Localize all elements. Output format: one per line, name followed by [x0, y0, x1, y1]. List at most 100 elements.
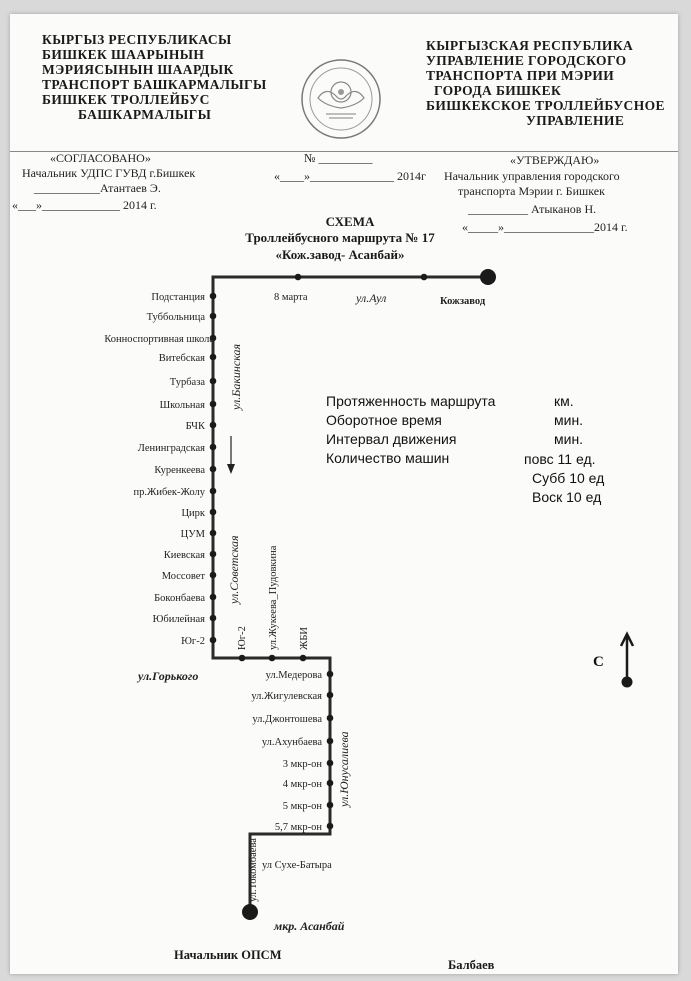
street-yunusalieva: ул.Юнусалиева [337, 731, 351, 808]
stop-turbaza: Турбаза [170, 377, 206, 388]
scheme-route-name: «Кож.завод- Асанбай» [275, 247, 405, 262]
stop-marker [299, 654, 307, 662]
header-left-line: КЫРГЫЗ РЕСПУБЛИКАСЫ [42, 32, 232, 47]
stop-marker [209, 443, 217, 451]
stop-5-7-mkr: 5,7 мкр-он [275, 822, 322, 833]
street-sovetskaya: ул.Советская [227, 535, 241, 605]
stop-marker [209, 571, 217, 579]
stop-vitebskaya: Витебская [159, 353, 205, 364]
turnover-unit: мин. [554, 412, 584, 428]
footer-position: Начальник ОПСМ [174, 948, 282, 962]
stop-marker [209, 465, 217, 473]
vehicles-sunday: Воск 10 ед [532, 489, 602, 505]
scheme-subtitle: Троллейбусного маршрута № 17 [245, 230, 435, 245]
stop-dzhontosheva: ул.Джонтошева [252, 714, 322, 725]
direction-arrow-icon [227, 436, 235, 474]
stop-marker [209, 487, 217, 495]
approved-signatory: __________ Атыканов Н. [468, 202, 597, 216]
stop-zhigulevskaya: ул.Жигулевская [251, 691, 322, 702]
header-right-line: ГОРОДА БИШКЕК [434, 83, 562, 98]
stop-marker [209, 421, 217, 429]
street-aul: ул.Аул [355, 291, 386, 305]
stop-marker [209, 400, 217, 408]
stop-marker [209, 312, 217, 320]
stop-marker [209, 334, 217, 342]
stop-asanbai: мкр. Асанбай [273, 919, 345, 933]
stop-marker [209, 550, 217, 558]
stop-marker [326, 714, 334, 722]
stop-marker [326, 737, 334, 745]
header-left-line: БИШКЕК ШААРЫНЫН [42, 47, 205, 62]
stop-marker [209, 377, 217, 385]
terminal-asanbai-marker [242, 904, 258, 920]
agreed-signatory: ___________Атантаев Э. [34, 181, 161, 195]
street-gorkogo: ул.Горького [136, 669, 198, 683]
vehicles-label: Количество машин [326, 450, 450, 466]
header-left-line: МЭРИЯСЫНЫН ШААРДЫК [42, 62, 234, 77]
header-right-line: УПРАВЛЕНИЕ ГОРОДСКОГО [426, 53, 627, 68]
header-right: КЫРГЫЗСКАЯ РЕСПУБЛИКА УПРАВЛЕНИЕ ГОРОДСК… [426, 38, 665, 128]
stop-marker [326, 691, 334, 699]
stop-kurenkeeva: Куренкеева [154, 465, 205, 476]
stop-4-mkr: 4 мкр-он [283, 779, 323, 790]
stop-marker [326, 822, 334, 830]
kyrgyz-emblem-icon [301, 59, 381, 139]
approved-position-2: транспорта Мэрии г. Бишкек [458, 184, 605, 198]
agreed-title: «СОГЛАСОВАНО» [50, 151, 151, 165]
left-stop-labels: Подстанция Туббольница Конноспортивная ш… [104, 292, 214, 647]
stop-tokombaeva: ул.Токомбаева [248, 838, 259, 902]
stop-shkolnaya: Школьная [160, 400, 206, 411]
stop-bchk: БЧК [186, 421, 206, 432]
header-right-line: ТРАНСПОРТА ПРИ МЭРИИ [426, 68, 615, 83]
document-page: КЫРГЫЗ РЕСПУБЛИКАСЫ БИШКЕК ШААРЫНЫН МЭРИ… [10, 14, 678, 974]
vehicles-saturday: Субб 10 ед [532, 470, 605, 486]
stop-yubileynaya: Юбилейная [153, 614, 206, 625]
footer-name: Балбаев [448, 958, 495, 972]
interval-label: Интервал движения [326, 431, 457, 447]
center-date: «____»______________ 2014г [274, 169, 426, 183]
stop-marker [326, 759, 334, 767]
stop-sukhe-batyra: ул Сухе-Батыра [262, 860, 332, 871]
stop-marker [420, 273, 428, 281]
stop-marker [326, 801, 334, 809]
street-bakinskaya: ул.Бакинская [229, 343, 243, 411]
header-left: КЫРГЫЗ РЕСПУБЛИКАСЫ БИШКЕК ШААРЫНЫН МЭРИ… [42, 32, 267, 122]
stop-tubbolnitsa: Туббольница [147, 312, 206, 323]
stop-podstantsiya: Подстанция [151, 292, 205, 303]
right-stop-labels: ул.Медерова ул.Жигулевская ул.Джонтошева… [251, 670, 322, 833]
stop-zhbi: ЖБИ [299, 627, 310, 650]
stop-marker [209, 636, 217, 644]
approved-date: «_____»_______________2014 г. [462, 220, 628, 234]
route-map: 8 марта Кожзавод ул.Аул Подстанция Туббо [104, 269, 635, 933]
stop-marker [326, 779, 334, 787]
stop-marker [209, 508, 217, 516]
vehicles-weekday: повс 11 ед. [524, 451, 596, 467]
stop-tsum: ЦУМ [181, 529, 206, 540]
stop-marker [209, 292, 217, 300]
stop-5-mkr: 5 мкр-он [283, 801, 323, 812]
stop-yug-2-left: Юг-2 [181, 636, 205, 647]
header-left-line: БАШКАРМАЛЫГЫ [78, 107, 212, 122]
header-divider [10, 151, 678, 152]
stop-bokonbaeva: Боконбаева [154, 593, 205, 604]
stop-konnosportivnaya-shkola: Конноспортивная школа [104, 334, 214, 345]
stop-8-marta: 8 марта [274, 292, 308, 303]
length-label: Протяженность маршрута [326, 393, 496, 409]
approved-title: «УТВЕРЖДАЮ» [510, 153, 600, 167]
stop-zhukeeva-pudovkina: ул.Жукеева_Пудовкина [268, 545, 279, 650]
stop-marker [209, 593, 217, 601]
right-stop-markers [326, 670, 334, 830]
stop-mederova: ул.Медерова [266, 670, 323, 681]
header-left-line: БИШКЕК ТРОЛЛЕЙБУС [42, 92, 210, 107]
stop-marker [209, 353, 217, 361]
length-unit: км. [554, 393, 574, 409]
agreed-date: «___»_____________ 2014 г. [12, 198, 157, 212]
number-line: № _________ [304, 151, 373, 165]
approved-position-1: Начальник управления городского [444, 169, 620, 183]
stop-akhunbaeva: ул.Ахунбаева [262, 737, 322, 748]
stop-mossovet: Моссовет [162, 571, 206, 582]
stop-marker [326, 670, 334, 678]
stop-marker [238, 654, 246, 662]
stop-marker [268, 654, 276, 662]
turnover-label: Оборотное время [326, 412, 442, 428]
